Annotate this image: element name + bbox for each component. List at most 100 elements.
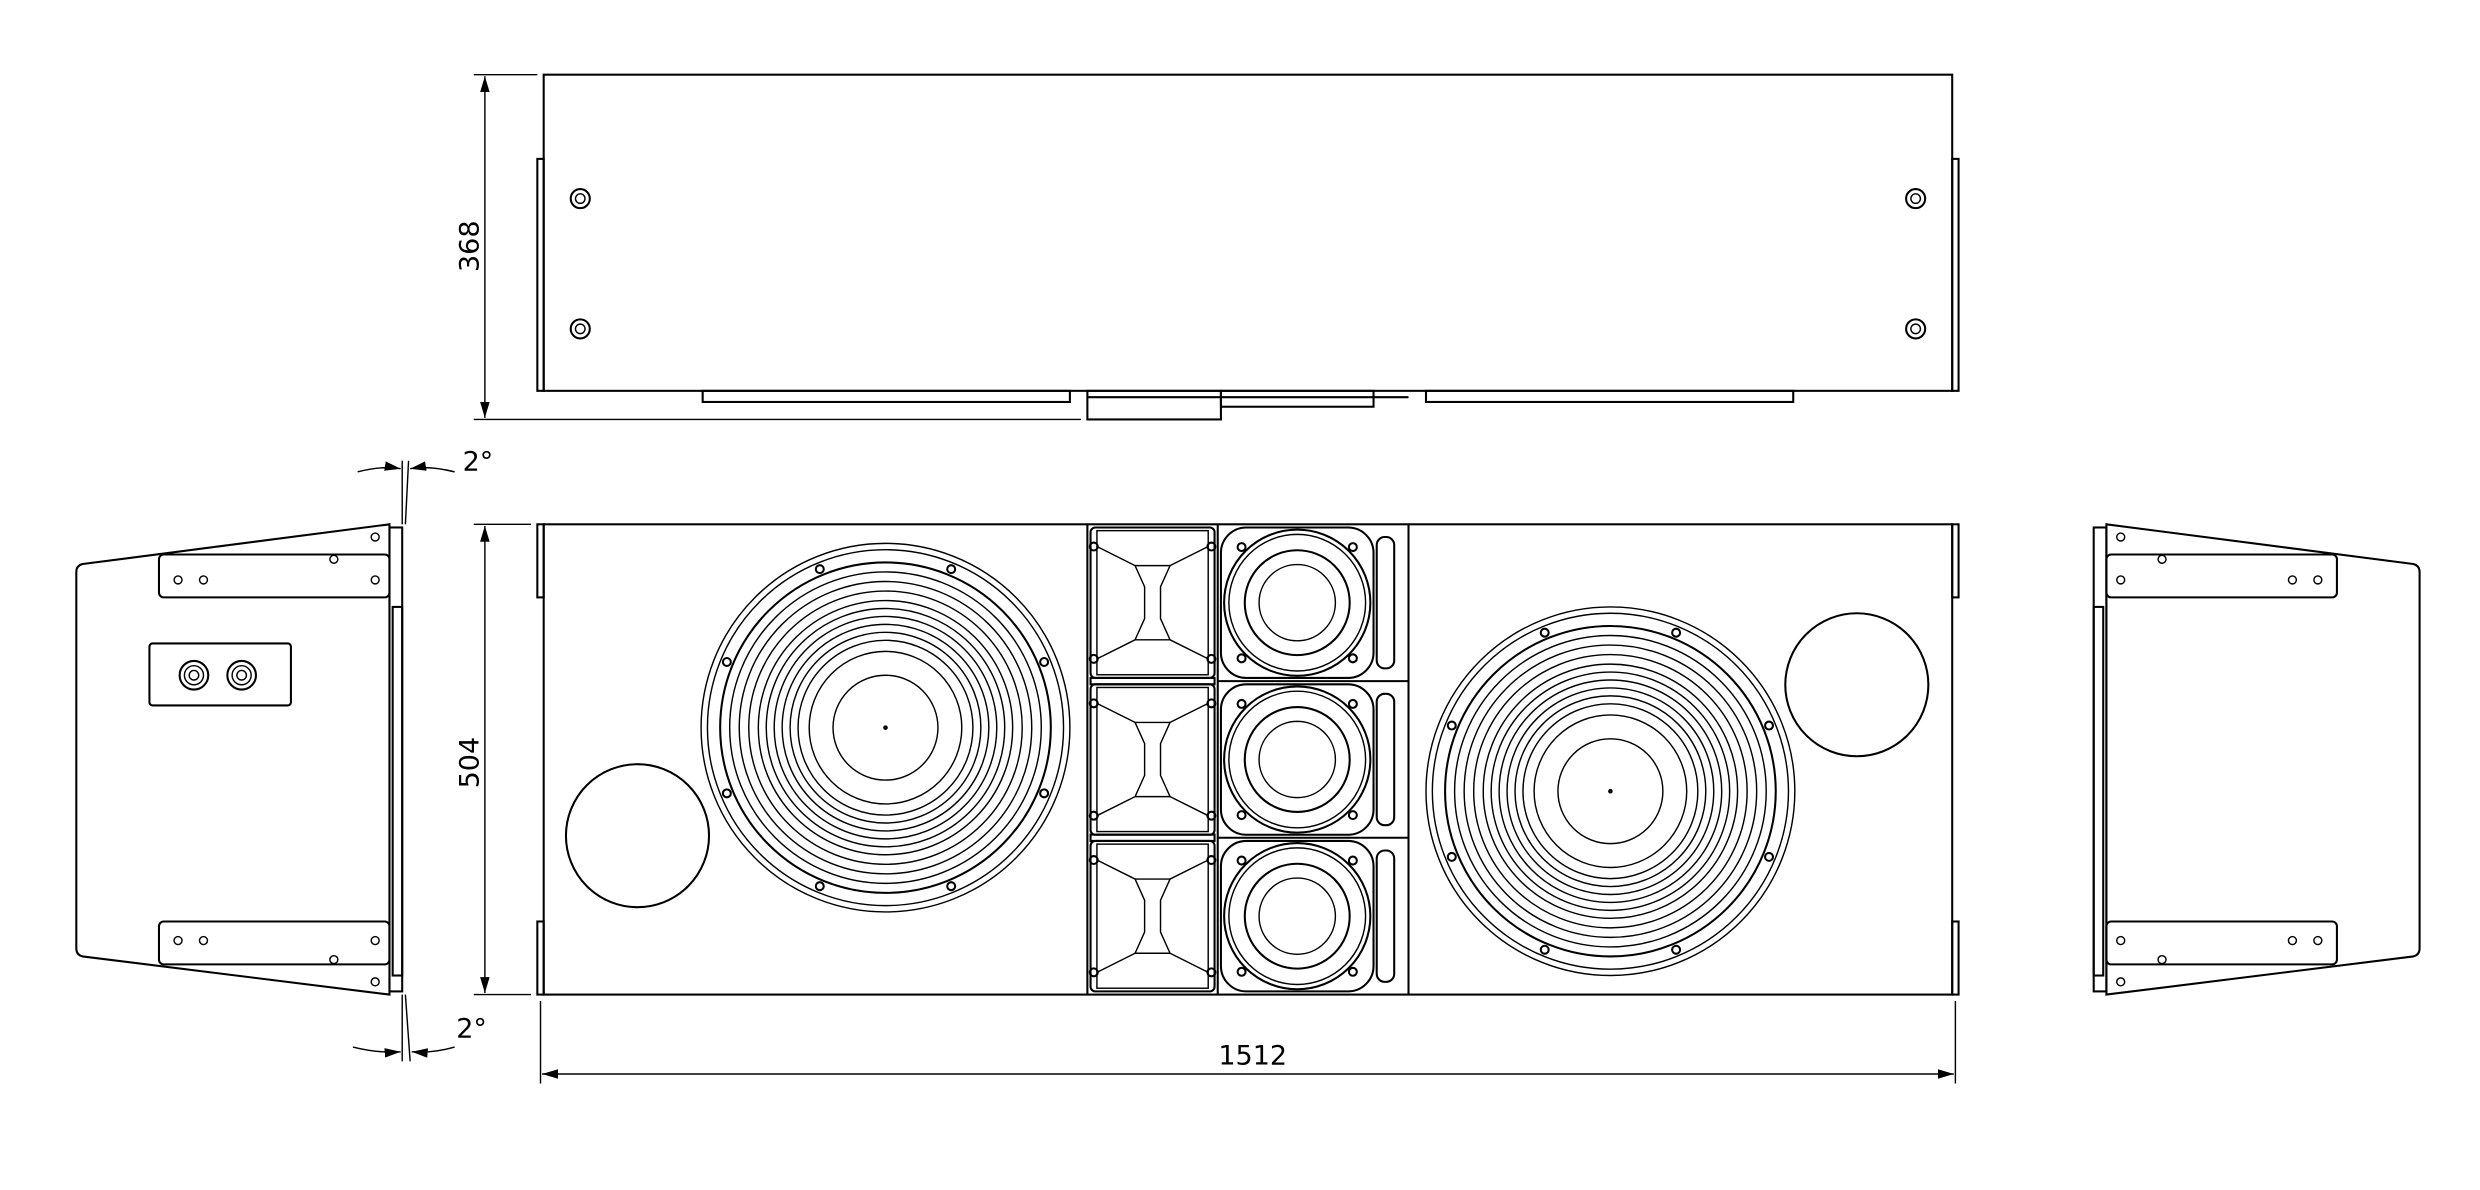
midrange-screw-icon [1347,855,1358,866]
midrange-ring [1228,847,1367,986]
woofer-ring [738,580,1033,875]
woofer-ring [706,549,1065,907]
woofer-ring [1498,679,1723,904]
horn-screw-icon [1088,541,1099,552]
horn-screw-icon [1206,855,1217,866]
horn-frame [1096,529,1209,676]
midrange-ring [1228,690,1367,829]
horn-screw-icon [1088,810,1099,821]
woofer-ring [797,639,974,816]
horn-flare [1096,702,1146,817]
midrange-cone [1243,706,1351,813]
midrange-drivers [1217,526,1409,993]
woofer-ring [1533,714,1688,869]
mount-screw-icon [1039,656,1050,668]
mount-screw-icon [721,788,732,799]
left-side-view [75,523,404,996]
dimension-label-368: 368 [455,220,486,272]
midrange-screw-icon [1236,653,1247,664]
connector-panel [148,642,292,707]
bracket-hole-icon [2116,532,2323,987]
mount-screw-icon [1671,627,1682,638]
vent-slot [1375,849,1396,983]
woofer-ring [728,571,1042,885]
woofer-ring [757,599,1014,856]
horn-screw-icon [1088,698,1099,709]
midrange-cone [1243,862,1351,970]
midrange-screw-icon [1236,542,1247,553]
midrange-surround [1223,842,1372,991]
midrange-screw-icon [1236,698,1247,709]
woofer-ring [1490,671,1731,912]
horn-flare [1096,859,1146,973]
angle-label-bottom: 2° [456,1013,487,1044]
speakon-connector-icon [178,659,257,691]
mount-screw-icon [1446,851,1457,862]
horn-flare [1159,859,1209,973]
midrange-surround [1223,528,1372,677]
horn-flare [1159,545,1209,660]
woofer-ring [808,650,963,805]
woofer-ring [832,674,939,781]
horn-screw-icon [1088,855,1099,866]
dimension-368: 368 [455,73,1082,421]
woofer-right [1425,606,1796,977]
mount-screw-icon [946,564,957,575]
angle-label-top: 2° [463,446,494,477]
right-side-view [2092,523,2421,996]
woofer-ring [1522,703,1699,880]
horn-flare [1159,702,1209,817]
woofer-ring [1506,687,1715,896]
mount-screw-icon [1764,851,1775,862]
woofer-ring [765,607,1006,848]
midrange-screw-icon [1236,855,1247,866]
midrange-cone [1243,549,1351,657]
woofer-left [700,542,1071,913]
horn-cell [1089,526,1216,679]
woofer-ring [748,590,1023,866]
midrange-frame [1219,683,1375,836]
woofer-ring [1472,653,1748,929]
woofer-ring [789,631,982,824]
woofer-ring [1557,738,1664,845]
midrange-screw-icon [1347,966,1358,977]
midrange-frame [1219,526,1375,679]
woofer-ring [719,561,1052,894]
woofer-ring [1431,612,1790,970]
horn-cell [1089,839,1216,993]
horn-screw-icon [1206,810,1217,821]
port-right [1784,612,1930,758]
horn-screw-icon [1206,967,1217,978]
mount-screw-icon [1539,627,1550,638]
screw-icon [569,188,1927,340]
vent-slot [1375,692,1396,827]
dimension-504: 504 [455,523,531,996]
horn-column [1088,526,1217,993]
woofer-ring [781,623,990,832]
midrange-screw-icon [1347,810,1358,821]
midrange-frame [1219,839,1375,993]
midrange-ring [1228,533,1367,672]
horn-frame [1096,843,1209,989]
midrange-surround [1223,685,1372,834]
horn-screw-icon [1088,653,1099,664]
horn-divider [1089,833,1216,842]
woofer-center [1608,788,1613,794]
dimension-label-504: 504 [455,737,486,789]
top-view [536,73,1960,421]
horn-cell [1089,683,1216,836]
horn-screw-icon [1088,967,1099,978]
horn-screw-icon [1206,653,1217,664]
angle-dimension-bottom: 2° [352,994,487,1062]
mount-screw-icon [1671,944,1682,955]
mount-screw-icon [721,656,732,668]
mount-screw-icon [1039,788,1050,799]
port-left [564,763,711,909]
woofer-ring [700,542,1071,913]
midrange-screw-icon [1347,542,1358,553]
vent-slot [1375,535,1396,670]
mount-screw-icon [1446,720,1457,731]
midrange-screw-icon [1347,698,1358,709]
mount-screw-icon [1764,720,1775,731]
